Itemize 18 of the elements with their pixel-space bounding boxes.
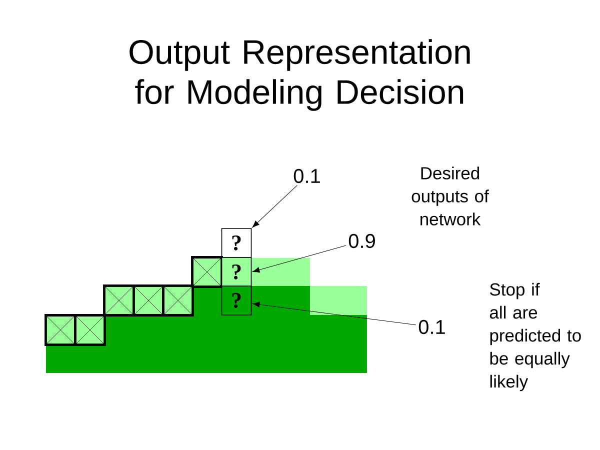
probability-value: 0.1 bbox=[418, 320, 445, 334]
crossed-box bbox=[190, 256, 224, 288]
crossed-box bbox=[132, 284, 165, 317]
crossed-box bbox=[74, 314, 106, 346]
note-text: Desired outputs of network bbox=[412, 166, 489, 226]
arrow bbox=[252, 302, 416, 326]
output-box: ? bbox=[221, 286, 252, 316]
output-box: ? bbox=[221, 228, 252, 258]
arrow bbox=[252, 185, 298, 228]
arrow bbox=[252, 245, 346, 273]
probability-value: 0.1 bbox=[294, 168, 320, 184]
probability-value: 0.9 bbox=[348, 234, 375, 248]
crossed-box bbox=[44, 314, 77, 346]
note-text: Stop if all are predicted to be equally likely bbox=[490, 282, 581, 392]
output-box: ? bbox=[221, 257, 252, 287]
crossed-box bbox=[162, 284, 194, 317]
title: Output Representation for Modeling Decision bbox=[130, 39, 470, 111]
crossed-box bbox=[102, 284, 136, 317]
